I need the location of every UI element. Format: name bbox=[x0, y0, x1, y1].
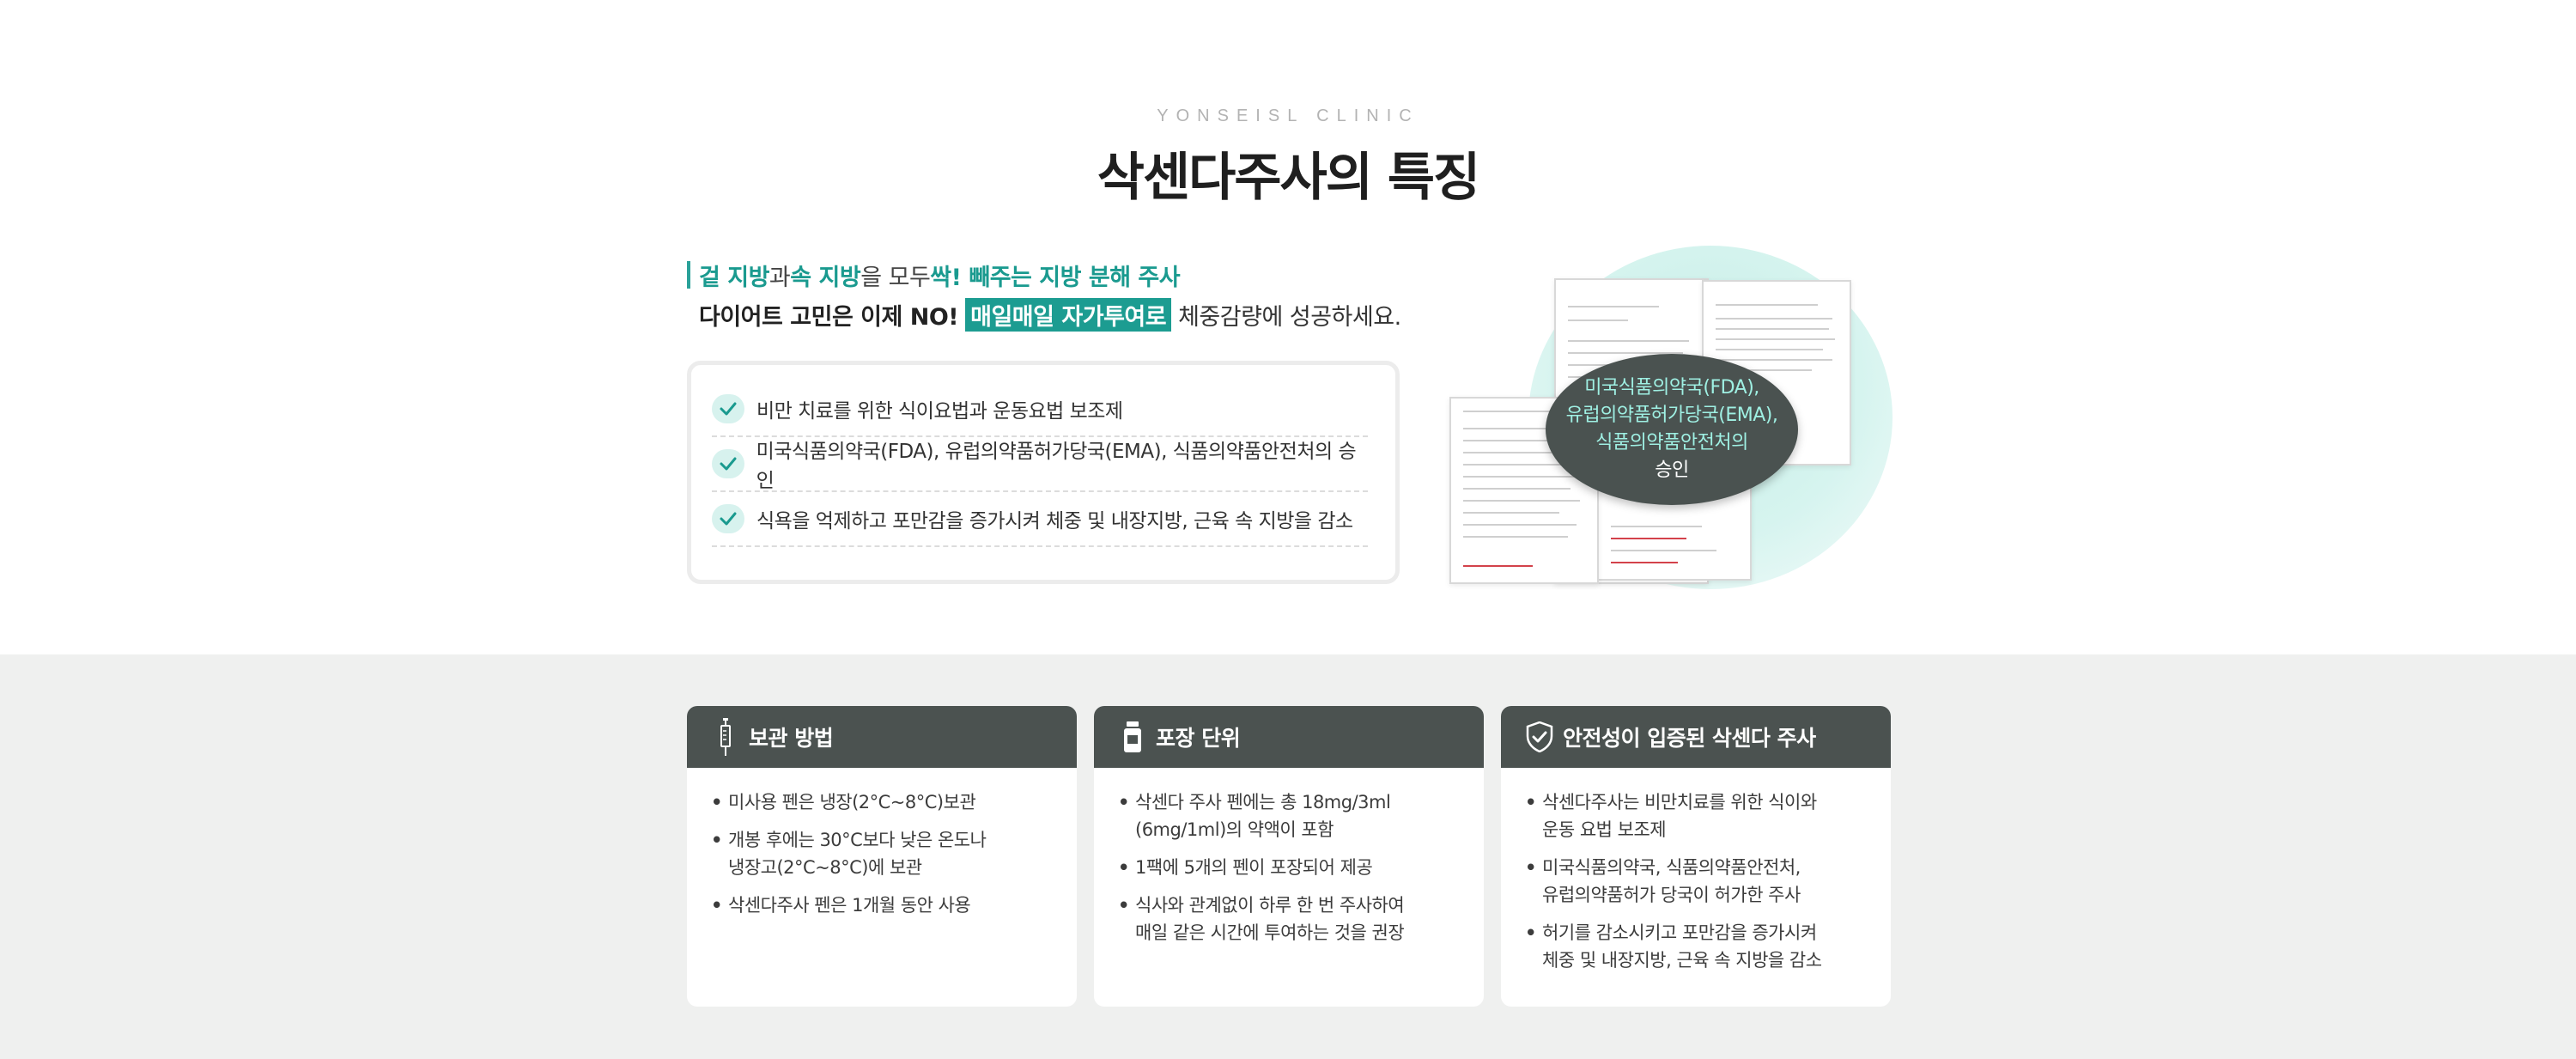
approval-visual: 미국식품의약국(FDA), 유럽의약품허가당국(EMA), 식품의약품안전처의 … bbox=[1443, 240, 1906, 601]
bullet-text: 허기를 감소시키고 포만감을 증가시켜 bbox=[1542, 922, 1817, 943]
list-item: 미국식품의약국(FDA), 유럽의약품허가당국(EMA), 식품의약품안전처의 … bbox=[712, 437, 1368, 492]
packaging-card: 포장 단위 • 삭센다 주사 펜에는 총 18mg/3ml (6mg/1ml)의… bbox=[1094, 706, 1484, 1007]
card-title: 안전성이 입증된 삭센다 주사 bbox=[1563, 726, 1816, 751]
check-icon bbox=[712, 394, 744, 423]
bullet-text: (6mg/1ml)의 약액이 포함 bbox=[1135, 819, 1334, 840]
bullet-text: 삭센다 주사 펜에는 총 18mg/3ml bbox=[1135, 792, 1391, 813]
check-icon bbox=[712, 449, 744, 478]
bullet-text: 개봉 후에는 30°C보다 낮은 온도나 bbox=[728, 830, 987, 850]
card-body: • 삭센다 주사 펜에는 총 18mg/3ml (6mg/1ml)의 약액이 포… bbox=[1094, 768, 1484, 946]
list-item: • 삭센다 주사 펜에는 총 18mg/3ml (6mg/1ml)의 약액이 포… bbox=[1118, 792, 1391, 840]
bullet-text: 매일 같은 시간에 투여하는 것을 권장 bbox=[1135, 922, 1405, 943]
card-title: 포장 단위 bbox=[1156, 726, 1241, 751]
clinic-eyebrow: YONSEISL CLINIC bbox=[1157, 107, 1419, 125]
intro-highlight: 매일매일 자가투여로 bbox=[965, 297, 1172, 332]
approval-ema: 유럽의약품허가당국(EMA), bbox=[1565, 405, 1778, 426]
card-header: 안전성이 입증된 삭센다 주사 bbox=[1501, 706, 1891, 768]
list-item: • 1팩에 5개의 펜이 포장되어 제공 bbox=[1118, 857, 1373, 878]
intro-subline: 다이어트 고민은 이제 NO! 매일매일 자가투여로 체중감량에 성공하세요. bbox=[687, 297, 1425, 332]
intro-inner-fat: 속 지방 bbox=[790, 264, 861, 291]
list-item: • 개봉 후에는 30°C보다 낮은 온도나 냉장고(2°C~8°C)에 보관 bbox=[711, 830, 987, 878]
intro-success: 체중감량에 성공하세요. bbox=[1178, 303, 1401, 331]
bullet-text: 삭센다주사는 비만치료를 위한 식이와 bbox=[1542, 792, 1817, 813]
page-title: 삭센다주사의 특징 bbox=[1097, 148, 1481, 208]
list-item: • 삭센다주사 펜은 1개월 동안 사용 bbox=[711, 895, 971, 916]
card-title: 보관 방법 bbox=[749, 726, 834, 751]
intro-outer-fat: 겉 지방 bbox=[699, 264, 769, 291]
card-body: • 삭센다주사는 비만치료를 위한 식이와 운동 요법 보조제 • 미국식품의약… bbox=[1501, 768, 1891, 974]
shield-check-icon bbox=[1525, 718, 1554, 756]
approval-label: 승인 bbox=[1655, 460, 1689, 481]
features-section: YONSEISL CLINIC 삭센다주사의 특징 겉 지방 과 속 지방 을 … bbox=[687, 107, 1906, 601]
intro-text: 겉 지방 과 속 지방 을 모두 싹! 빼주는 지방 분해 주사 다이어트 고민… bbox=[687, 258, 1425, 332]
list-item: • 식사와 관계없이 하루 한 번 주사하여 매일 같은 시간에 투여하는 것을… bbox=[1118, 895, 1405, 943]
bullet-text: 운동 요법 보조제 bbox=[1542, 819, 1667, 840]
accent-bar bbox=[687, 261, 690, 289]
card-body: • 미사용 펜은 냉장(2°C~8°C)보관 • 개봉 후에는 30°C보다 낮… bbox=[687, 768, 1077, 919]
list-item: 식욕을 억제하고 포만감을 증가시켜 체중 및 내장지방, 근육 속 지방을 감… bbox=[712, 492, 1368, 547]
card-header: 보관 방법 bbox=[687, 706, 1077, 768]
feature-checklist: 비만 치료를 위한 식이요법과 운동요법 보조제 미국식품의약국(FDA), 유… bbox=[687, 361, 1400, 584]
bullet-text: 미사용 펜은 냉장(2°C~8°C)보관 bbox=[728, 792, 976, 813]
bullet-text: 냉장고(2°C~8°C)에 보관 bbox=[728, 857, 922, 878]
intro-fat-breakdown: 싹! 빼주는 지방 분해 주사 bbox=[930, 264, 1181, 291]
checklist-text: 미국식품의약국(FDA), 유럽의약품허가당국(EMA), 식품의약품안전처의 … bbox=[756, 441, 1357, 492]
medicine-bottle-icon bbox=[1118, 718, 1147, 756]
bullet-text: 미국식품의약국, 식품의약품안전처, bbox=[1542, 857, 1801, 878]
list-item: • 미국식품의약국, 식품의약품안전처, 유럽의약품허가 당국이 허가한 주사 bbox=[1525, 857, 1801, 905]
check-icon bbox=[712, 504, 744, 533]
approval-fda: 미국식품의약국(FDA), bbox=[1584, 377, 1759, 399]
checklist-text: 식욕을 억제하고 포만감을 증가시켜 체중 및 내장지방, 근육 속 지방을 감… bbox=[756, 510, 1353, 533]
approval-mfds: 식품의약품안전처의 bbox=[1595, 432, 1748, 453]
storage-card: 보관 방법 • 미사용 펜은 냉장(2°C~8°C)보관 • 개봉 후에는 30… bbox=[687, 706, 1077, 1007]
bullet-text: 1팩에 5개의 펜이 포장되어 제공 bbox=[1135, 857, 1373, 878]
intro-diet-no: 다이어트 고민은 이제 NO! bbox=[699, 303, 959, 331]
bullet-text: 체중 및 내장지방, 근육 속 지방을 감소 bbox=[1542, 950, 1822, 971]
syringe-icon bbox=[711, 718, 740, 756]
approval-badge: 미국식품의약국(FDA), 유럽의약품허가당국(EMA), 식품의약품안전처의 … bbox=[1546, 354, 1798, 505]
card-header: 포장 단위 bbox=[1094, 706, 1484, 768]
list-item: 비만 치료를 위한 식이요법과 운동요법 보조제 bbox=[712, 382, 1368, 437]
list-item: • 삭센다주사는 비만치료를 위한 식이와 운동 요법 보조제 bbox=[1525, 792, 1817, 840]
list-item: • 미사용 펜은 냉장(2°C~8°C)보관 bbox=[711, 792, 976, 813]
list-item: • 허기를 감소시키고 포만감을 증가시켜 체중 및 내장지방, 근육 속 지방… bbox=[1525, 922, 1822, 971]
bullet-text: 식사와 관계없이 하루 한 번 주사하여 bbox=[1135, 895, 1405, 916]
bullet-text: 유럽의약품허가 당국이 허가한 주사 bbox=[1542, 885, 1801, 905]
intro-headline: 겉 지방 과 속 지방 을 모두 싹! 빼주는 지방 분해 주사 bbox=[687, 258, 1425, 292]
intro-connector-1: 과 bbox=[769, 264, 791, 291]
safety-card: 안전성이 입증된 삭센다 주사 • 삭센다주사는 비만치료를 위한 식이와 운동… bbox=[1501, 706, 1891, 1007]
intro-connector-2: 을 모두 bbox=[860, 264, 931, 291]
bullet-text: 삭센다주사 펜은 1개월 동안 사용 bbox=[728, 895, 971, 916]
checklist-text: 비만 치료를 위한 식이요법과 운동요법 보조제 bbox=[756, 400, 1123, 423]
